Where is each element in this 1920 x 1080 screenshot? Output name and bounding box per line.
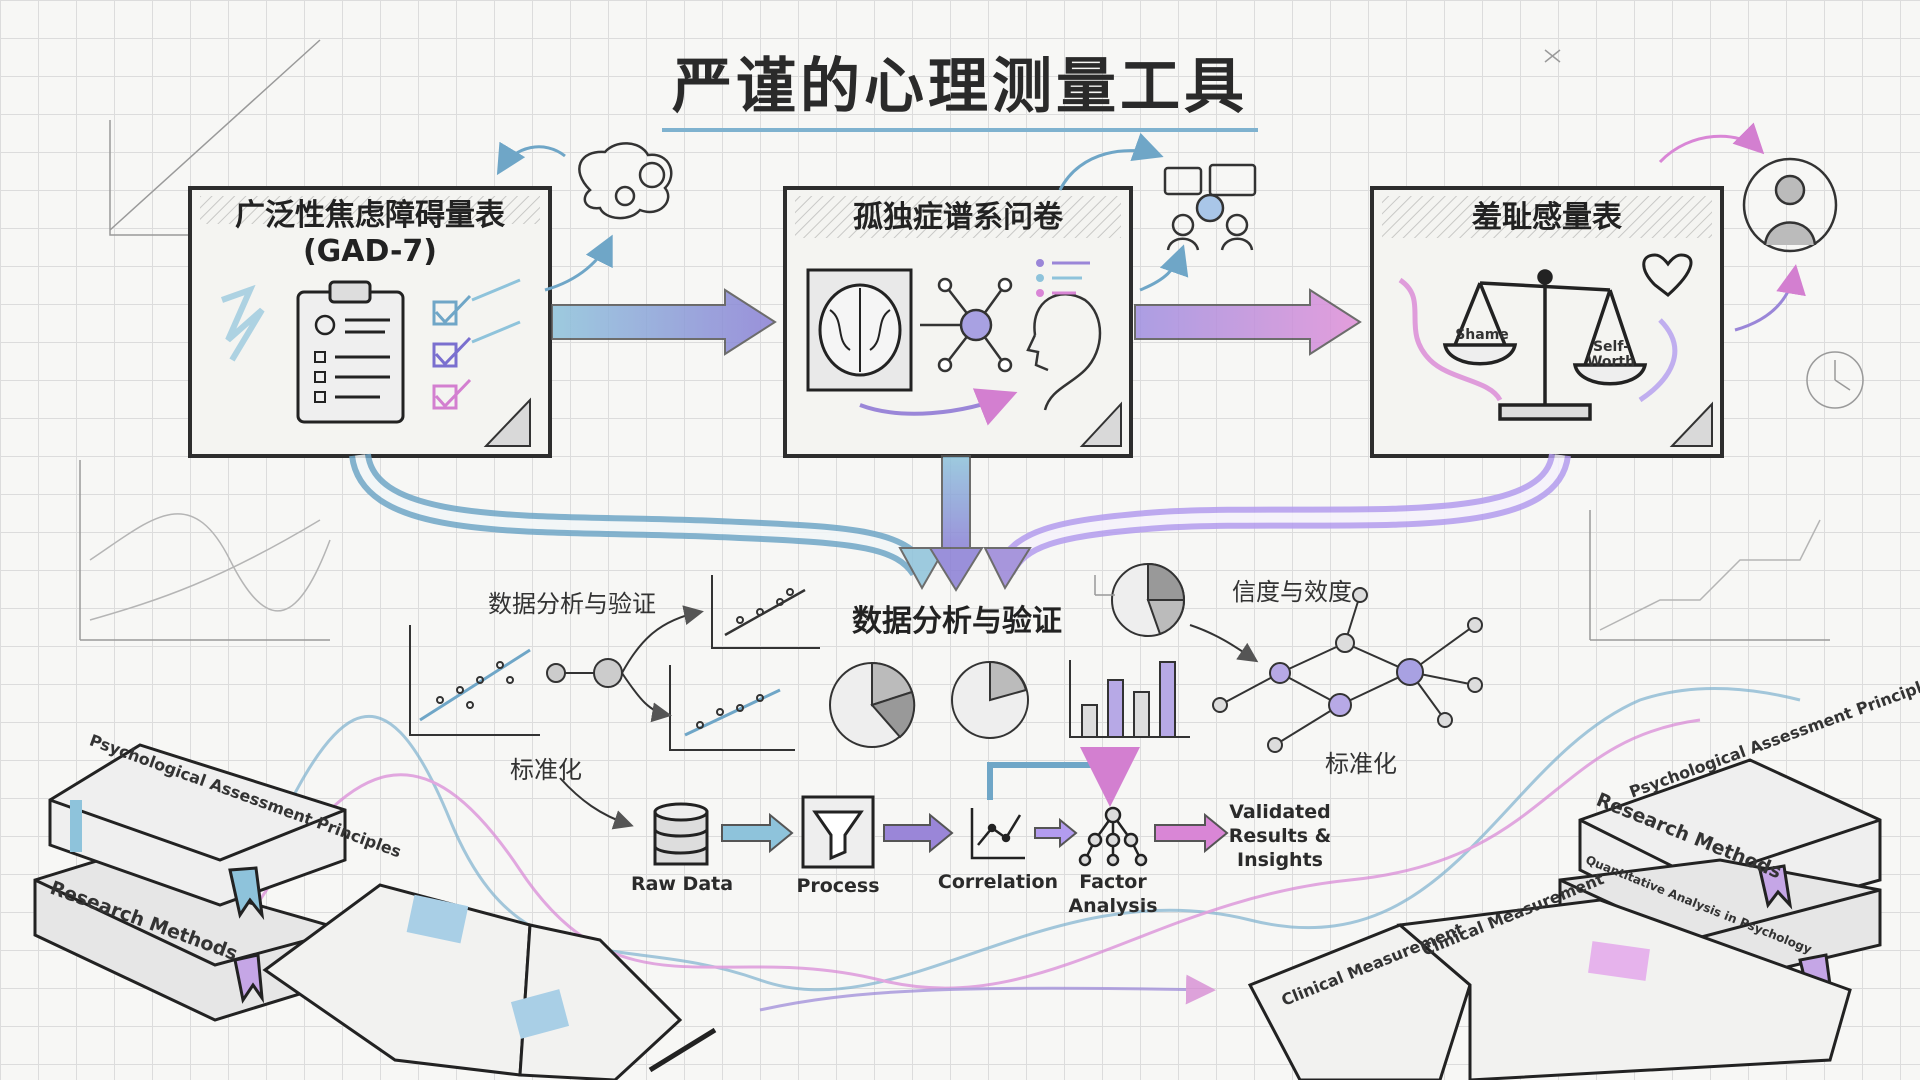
card-gad7-title: 广泛性焦虑障碍量表 (GAD-7) [200,198,540,270]
database-icon [653,802,709,866]
analysis-right-sub: 标准化 [1325,750,1397,778]
scale-label-shame: Shame [1455,327,1509,343]
step-process: Process [796,875,880,897]
bar-chart-icon [1069,660,1190,738]
pipeline-arrows [721,812,1229,854]
card-shame [1370,186,1724,458]
analysis-center-title: 数据分析与验证 [852,604,1062,639]
factor-tree-icon [1078,806,1148,867]
funnel-icon [801,795,875,869]
analysis-left-label: 数据分析与验证 [488,590,656,618]
network-graph-icon [1212,587,1483,753]
flow-arrow-1-2 [551,288,777,356]
open-book-right [1247,898,1852,1080]
discussion-icon [1163,163,1257,251]
balance-scale-icon [1442,269,1648,421]
page-title: 严谨的心理测量工具 [0,38,1920,132]
step-raw-data: Raw Data [630,873,734,895]
brain-gears-icon [578,142,673,220]
scale-label-self-worth: Self-Worth [1586,339,1636,370]
legend-lines-icon [1036,259,1090,297]
step-factor-analysis: Factor Analysis [1068,871,1158,917]
decorative-waves [248,687,1801,1012]
correlation-chart-icon [970,808,1025,860]
card-gad7-title-line1: 广泛性焦虑障碍量表 [235,198,505,233]
card-autism-title: 孤独症谱系问卷 [853,200,1063,235]
scatter-plot-icon [409,625,540,736]
step-correlation: Correlation [937,871,1059,893]
background-sketches [79,39,1864,641]
brain-scan-icon [806,268,913,392]
card-shame-title: 羞耻感量表 [1472,200,1622,235]
card-gad7 [188,186,552,458]
heart-icon [1642,253,1693,297]
scatter-plot-icon [711,575,820,649]
pie-chart-icon [829,660,1029,748]
clipboard-icon [296,280,405,424]
pie-chart-icon [1111,562,1186,637]
child-face-icon [1026,293,1102,411]
network-node-icon [920,277,1013,373]
card-autism [783,186,1133,458]
converge-arrows [349,452,1571,592]
step-validated-output: Validated Results & Insights [1228,801,1332,871]
flow-arrow-2-3 [1134,288,1362,356]
analysis-left-sub: 标准化 [510,756,582,784]
open-book-left [262,883,717,1080]
thinking-person-icon [1742,157,1838,253]
analysis-right-label: 信度与效度 [1232,578,1352,606]
node-link-icon [546,605,704,723]
checklist-icon [432,278,521,410]
card-gad7-title-line2: (GAD-7) [302,234,438,269]
scatter-plot-icon [669,665,795,751]
